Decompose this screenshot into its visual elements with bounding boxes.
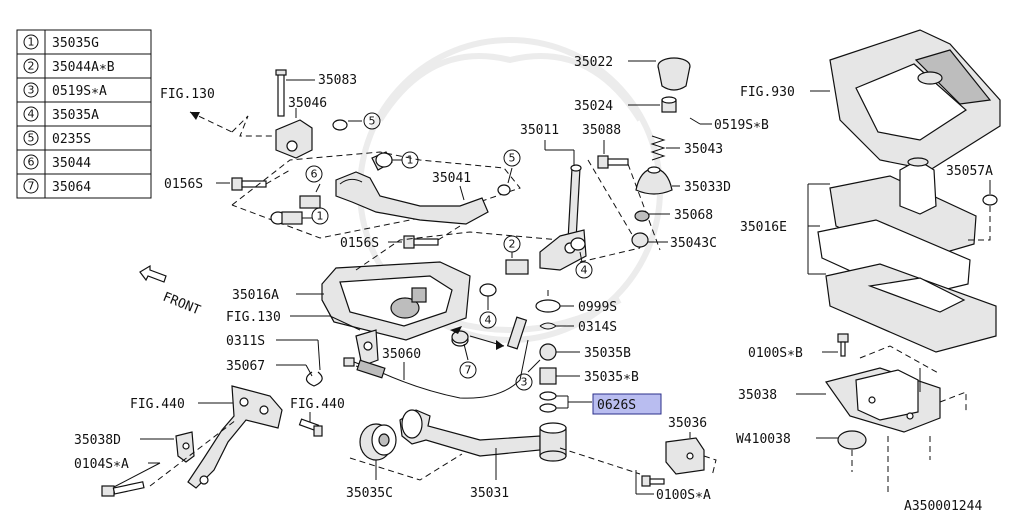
label-0314s: 0314S	[578, 320, 617, 335]
label-0156s-b: 0156S	[340, 236, 379, 251]
label-fig130-top: FIG.130	[160, 87, 215, 102]
callout-1b: 1	[317, 210, 324, 223]
bolt-icon	[597, 155, 609, 169]
callout-1: 1	[407, 154, 414, 167]
arrow-icon	[190, 112, 200, 120]
label-fig440-a: FIG.440	[130, 397, 185, 412]
part-35083-pin	[277, 71, 285, 117]
legend-table: 1 35035G 2 35044A∗B 3 0519S∗A 4 35035A 5…	[16, 29, 152, 199]
label-w410038: W410038	[736, 432, 791, 447]
bolt-icon	[101, 485, 115, 497]
callout-5b: 5	[509, 152, 516, 165]
center-column-group: 35011 2 4 4 35088 0999S 0314S 35035B	[479, 123, 662, 415]
part-35041-link	[335, 171, 489, 225]
knob-group: 35022 35024 0519S∗B 35043 35033D 35068 3…	[574, 55, 769, 263]
label-35088: 35088	[582, 123, 621, 138]
label-0156s-a: 0156S	[164, 177, 203, 192]
label-fig440-b: FIG.440	[290, 397, 345, 412]
clip-icon	[305, 371, 323, 387]
label-35016e: 35016E	[740, 220, 787, 235]
console-group: FIG.930 35016E 35057A 0100S∗B 35038	[736, 29, 1001, 512]
bolt-icon	[641, 475, 651, 487]
bolt-icon	[231, 177, 243, 191]
callout-4b: 4	[581, 264, 588, 277]
label-35035c: 35035C	[346, 486, 393, 501]
label-0100sb: 0100S∗B	[748, 346, 803, 361]
highlight-box-0626s	[592, 393, 662, 415]
part-35016e-boot	[829, 175, 977, 263]
callout-6: 6	[311, 168, 318, 181]
label-diagram-code: A350001244	[904, 499, 982, 512]
legend-part: 35064	[52, 180, 91, 195]
legend-part: 35035G	[52, 36, 99, 51]
legend-num: 5	[28, 132, 35, 145]
label-35038d: 35038D	[74, 433, 121, 448]
legend-num: 6	[28, 156, 35, 169]
label-35083: 35083	[318, 73, 357, 88]
label-35041: 35041	[432, 171, 471, 186]
callout-3: 3	[521, 376, 528, 389]
label-35060: 35060	[382, 347, 421, 362]
label-0311s: 0311S	[226, 334, 265, 349]
label-35035sb: 35035∗B	[584, 370, 639, 385]
label-35046: 35046	[288, 96, 327, 111]
label-35035b: 35035B	[584, 346, 631, 361]
label-35068: 35068	[674, 208, 713, 223]
bracket-35036-group: 35036 0100S∗A	[635, 416, 717, 503]
part-35022-knob	[657, 65, 691, 91]
legend-part: 35044	[52, 156, 91, 171]
legend-num: 2	[28, 60, 35, 73]
label-35057a: 35057A	[946, 164, 993, 179]
label-0104s: 0104S∗A	[74, 457, 129, 472]
label-35033d: 35033D	[684, 180, 731, 195]
legend-part: 0235S	[52, 132, 91, 147]
legend-part: 0519S∗A	[52, 84, 107, 99]
part-35046-bracket	[275, 119, 313, 159]
front-indicator: FRONT	[139, 264, 203, 319]
label-35043: 35043	[684, 142, 723, 157]
cable-group: FIG.130 0311S 35067 35060 7	[226, 310, 529, 399]
spring-icon	[650, 135, 666, 161]
part-35033d	[635, 167, 673, 195]
part-35011-lever	[567, 167, 581, 241]
legend-num: 3	[28, 84, 35, 97]
callout-7: 7	[465, 364, 472, 377]
label-35024: 35024	[574, 99, 613, 114]
part-w410038	[837, 430, 867, 450]
legend-num: 4	[28, 108, 35, 121]
label-35022: 35022	[574, 55, 613, 70]
label-35067: 35067	[226, 359, 265, 374]
part-bracket	[187, 385, 283, 489]
label-0519sb: 0519S∗B	[714, 118, 769, 133]
label-front: FRONT	[161, 290, 203, 319]
front-arrow-icon	[139, 264, 167, 283]
label-0626s: 0626S	[597, 398, 636, 413]
base-plate-group: 35016A	[232, 231, 561, 341]
label-fig930: FIG.930	[740, 85, 795, 100]
label-35031: 35031	[470, 486, 509, 501]
upper-linkage-group: FIG.130 35083 35046 5 0156S 1	[160, 69, 521, 251]
legend-part: 35035A	[52, 108, 99, 123]
label-35043c: 35043C	[670, 236, 717, 251]
bolt-icon	[837, 333, 849, 343]
label-35036: 35036	[668, 416, 707, 431]
label-fig130-mid: FIG.130	[226, 310, 281, 325]
callout-2: 2	[509, 238, 516, 251]
legend-num: 1	[28, 36, 35, 49]
lower-shaft-group: 35035C 35031	[346, 409, 641, 501]
label-35016a: 35016A	[232, 288, 279, 303]
legend-part: 35044A∗B	[52, 60, 115, 75]
lower-bracket-group: FIG.440 FIG.440 35038D 0104S∗A	[74, 385, 345, 497]
legend-num: 7	[28, 180, 35, 193]
part-35036	[665, 437, 705, 475]
callout-5: 5	[369, 115, 376, 128]
label-0999s: 0999S	[578, 300, 617, 315]
callout-4: 4	[485, 314, 492, 327]
label-0100sa: 0100S∗A	[656, 488, 711, 503]
label-35038: 35038	[738, 388, 777, 403]
label-35011: 35011	[520, 123, 559, 138]
